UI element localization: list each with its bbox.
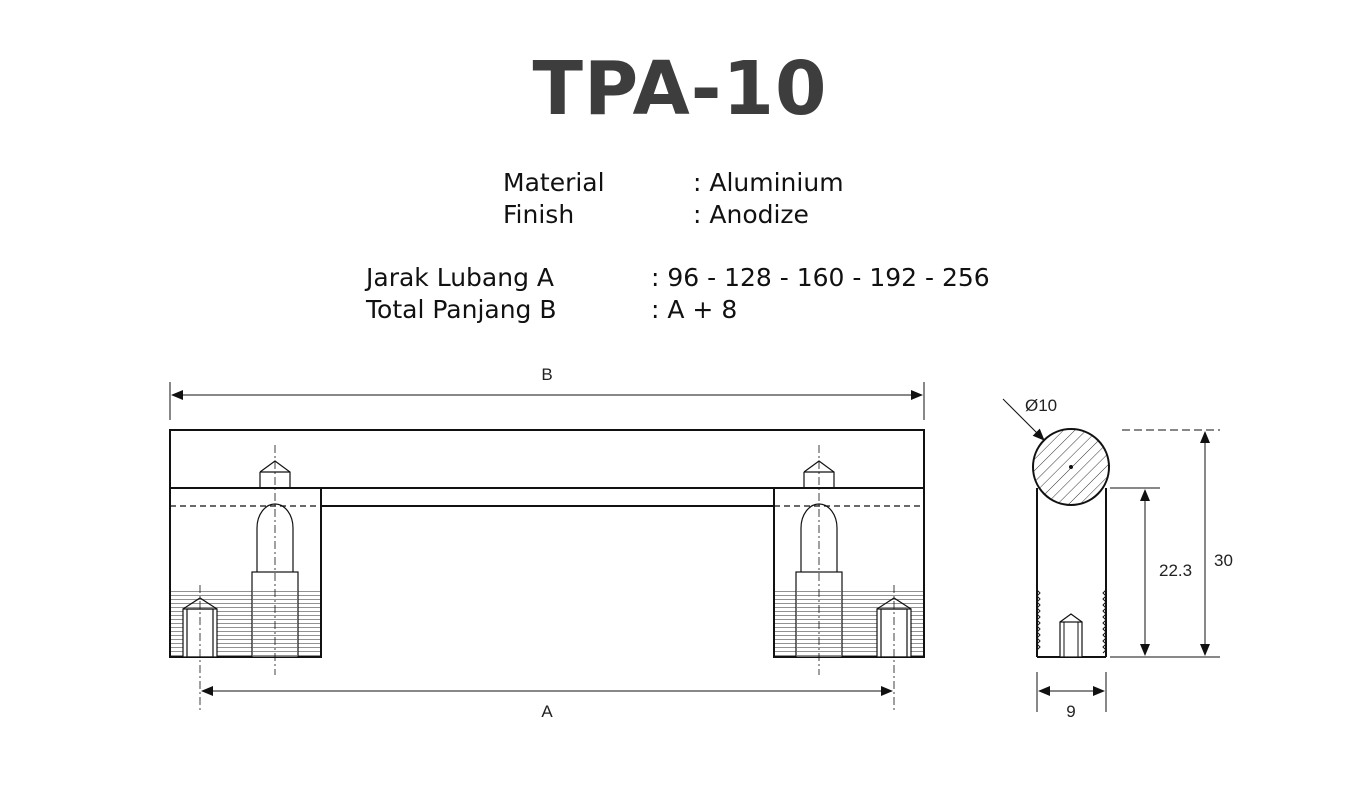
front-view [169,382,925,710]
dimension-a-label: A [541,702,553,721]
finish-label: Finish [503,200,575,229]
width-label: 9 [1066,702,1075,721]
dimension-b-label: B [541,365,552,384]
material-value: : Aluminium [693,168,844,197]
side-view [1002,398,1220,712]
height-total-label: 30 [1214,551,1233,570]
right-leg [773,487,925,658]
handle-bar [169,429,925,489]
total-length-value: : A + 8 [651,295,738,324]
finish-value: : Anodize [693,200,809,229]
hole-distance-label: Jarak Lubang A [366,263,555,292]
product-title: TPA-10 [532,46,828,132]
height-inner-label: 22.3 [1159,561,1192,580]
material-label: Material [503,168,605,197]
left-leg [169,487,322,658]
hole-distance-value: : 96 - 128 - 160 - 192 - 256 [651,263,990,292]
diameter-label: Ø10 [1025,396,1057,415]
total-length-label: Total Panjang B [366,295,557,324]
